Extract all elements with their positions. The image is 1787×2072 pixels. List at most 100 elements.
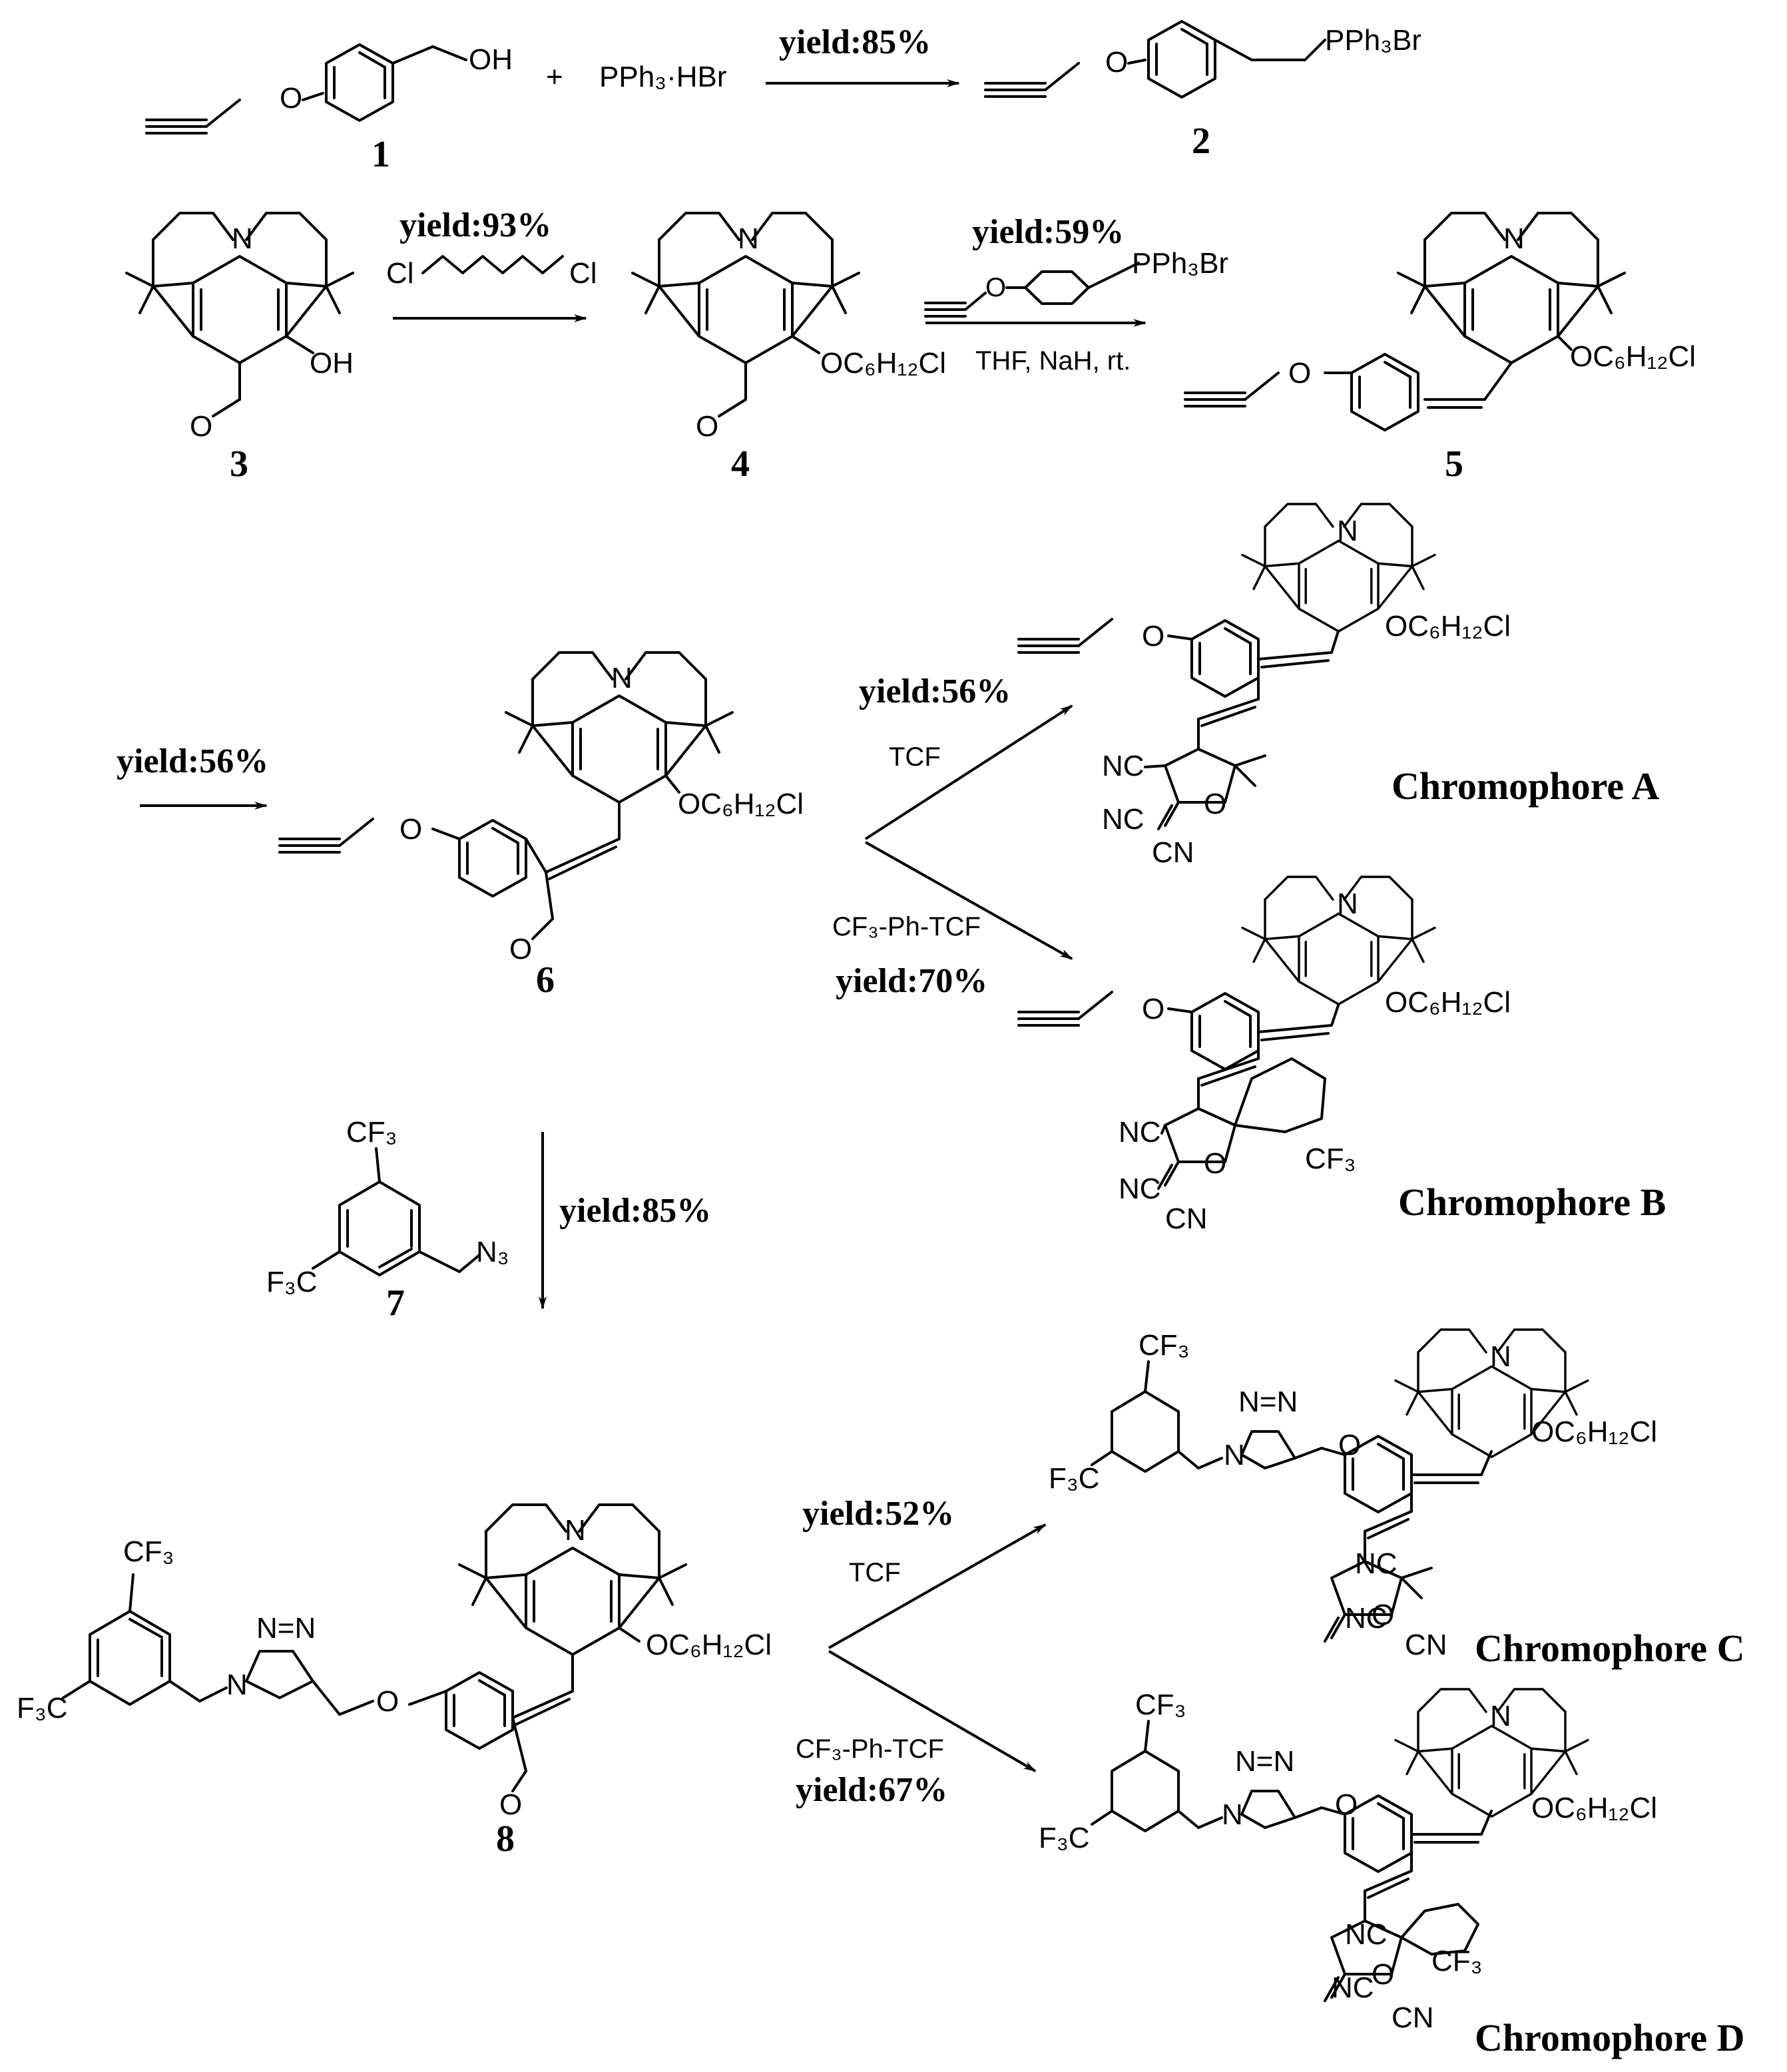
arrow-step-7: yield:85%: [539, 1132, 711, 1310]
chromophore-a: N OC₆H₁₂Cl O O NC NC CN Chromophore A: [1017, 503, 1659, 869]
c5-ochain-label: OC₆H₁₂Cl: [1570, 340, 1696, 373]
step3-reagent-pph3br: PPh₃Br: [1132, 247, 1228, 280]
compound-5: N OC₆H₁₂Cl O 5: [1184, 212, 1696, 485]
c4-o-label: O: [696, 410, 718, 443]
c1-o-label: O: [280, 82, 302, 115]
cc-nc-1: NC: [1355, 1547, 1398, 1580]
c7-f3c-label: F₃C: [266, 1266, 318, 1298]
arrow-step-3: yield:59% O PPh₃Br THF, NaH, rt.: [924, 213, 1228, 376]
compound-1: O OH 1: [145, 43, 513, 175]
cd-nc-1: NC: [1345, 1918, 1388, 1951]
compound-4: N OC₆H₁₂Cl O 4: [631, 212, 946, 485]
yield-chromophore-c: yield:52%: [802, 1495, 954, 1533]
c4-n-label: N: [738, 222, 759, 255]
cd-cf3: CF₃: [1431, 1945, 1483, 1977]
c1-oh-label: OH: [469, 43, 513, 76]
chromophore-b: N OC₆H₁₂Cl O CF₃ O NC NC CN Chromophore …: [1017, 876, 1666, 1235]
reagent-tcf-c: TCF: [849, 1558, 901, 1587]
reagent-pph3hbr: PPh₃·HBr: [599, 61, 727, 93]
cb-o-label: O: [1142, 993, 1164, 1025]
c2-pph3br-label: PPh₃Br: [1325, 24, 1421, 57]
compound-4-number: 4: [731, 443, 750, 485]
cc-ochain-label: OC₆H₁₂Cl: [1531, 1416, 1657, 1448]
c7-n3-label: N₃: [476, 1236, 509, 1268]
c5-n-label: N: [1503, 222, 1525, 255]
yield-chromophore-a: yield:56%: [859, 672, 1011, 710]
yield-step-4: yield:56%: [117, 742, 268, 780]
c8-o-label: O: [376, 1685, 399, 1718]
cc-n1: N: [1224, 1439, 1245, 1471]
c6-ochain-label: OC₆H₁₂Cl: [678, 788, 804, 820]
c6-n-label: N: [611, 662, 633, 694]
c4-ochain-label: OC₆H₁₂Cl: [820, 347, 946, 380]
compound-2: O PPh₃Br 2: [984, 20, 1421, 162]
c3-oh-label: OH: [310, 347, 354, 380]
ca-ochain-label: OC₆H₁₂Cl: [1385, 610, 1511, 643]
ca-n-label: N: [1337, 515, 1358, 547]
step3-o-label: O: [985, 273, 1006, 302]
cc-ring-o-label: O: [1372, 1599, 1394, 1631]
ca-nc-2: NC: [1102, 803, 1145, 836]
c6-aldehyde-o-label: O: [509, 933, 532, 965]
cb-n-label: N: [1337, 888, 1358, 920]
c8-aldehyde-o-label: O: [499, 1788, 522, 1821]
cd-n1: N: [1222, 1798, 1243, 1831]
arrow-to-chromophore-b: CF₃-Ph-TCF yield:70%: [832, 841, 1073, 1000]
cd-ring-o-label: O: [1372, 1958, 1394, 1991]
ca-o-label: O: [1142, 620, 1164, 652]
compound-7: CF₃ F₃C N₃ 7: [266, 1116, 509, 1324]
c8-n-label: N: [565, 1514, 586, 1547]
reagent-cf3phtcf-d: CF₃-Ph-TCF: [796, 1734, 944, 1764]
cc-f3c: F₃C: [1049, 1462, 1100, 1495]
compound-3-number: 3: [230, 443, 248, 485]
cd-cf3-aryl: CF₃: [1135, 1688, 1186, 1721]
chromophore-d-title: Chromophore D: [1475, 2016, 1745, 2059]
cb-ring-o-label: O: [1204, 1147, 1226, 1180]
cc-triazole: N=N: [1238, 1386, 1298, 1418]
chromophore-c-title: Chromophore C: [1475, 1627, 1745, 1670]
arrow-to-chromophore-d: CF₃-Ph-TCF yield:67%: [796, 1650, 1037, 1809]
ca-nc-1: NC: [1102, 750, 1145, 782]
cb-ochain-label: OC₆H₁₂Cl: [1385, 986, 1511, 1019]
arrow-step-2: yield:93% Cl Cl: [386, 206, 597, 322]
compound-1-number: 1: [372, 134, 390, 175]
reagent-cl-right: Cl: [569, 257, 597, 290]
cc-o-label: O: [1338, 1429, 1361, 1461]
cd-triazole: N=N: [1235, 1745, 1294, 1778]
c2-o-label: O: [1105, 46, 1128, 79]
compound-7-number: 7: [386, 1282, 405, 1324]
cc-nc-2: NC: [1345, 1602, 1388, 1635]
cb-cf3: CF₃: [1305, 1143, 1356, 1175]
ca-cn: CN: [1152, 836, 1194, 869]
c5-o-label: O: [1288, 357, 1311, 389]
yield-chromophore-b: yield:70%: [836, 962, 987, 1000]
cd-cn: CN: [1392, 2001, 1434, 2034]
yield-step-2: yield:93%: [399, 206, 551, 244]
c8-ochain-label: OC₆H₁₂Cl: [646, 1629, 772, 1661]
c7-cf3-label: CF₃: [346, 1116, 397, 1149]
cd-o-label: O: [1335, 1788, 1358, 1821]
yield-step-7: yield:85%: [559, 1192, 711, 1230]
cd-f3c: F₃C: [1039, 1822, 1090, 1854]
chromophore-c: N OC₆H₁₂Cl O O NC NC CN N=N N CF₃ F₃C Ch…: [1049, 1328, 1745, 1670]
compound-3: N OH O 3: [125, 212, 354, 485]
chromophore-b-title: Chromophore B: [1398, 1180, 1666, 1224]
c3-o-label: O: [190, 410, 212, 443]
step3-conditions: THF, NaH, rt.: [975, 346, 1131, 376]
yield-step-3: yield:59%: [972, 213, 1124, 251]
arrow-step-1: yield:85%: [766, 23, 960, 87]
reagent-cl-left: Cl: [386, 257, 414, 290]
cc-n-label: N: [1490, 1340, 1511, 1373]
c8-n1-label: N: [226, 1669, 248, 1701]
cd-nc-2: NC: [1332, 1971, 1374, 2004]
c8-cf3-label: CF₃: [123, 1535, 174, 1568]
cc-cn: CN: [1405, 1629, 1447, 1661]
yield-step-1: yield:85%: [779, 23, 931, 61]
c6-o-label: O: [399, 813, 422, 846]
arrow-step-4: yield:56%: [117, 742, 268, 810]
cd-ochain-label: OC₆H₁₂Cl: [1531, 1792, 1657, 1824]
cd-n-label: N: [1490, 1700, 1511, 1732]
arrow-to-chromophore-c: yield:52% TCF: [802, 1495, 1047, 1649]
compound-6: N OC₆H₁₂Cl O O 6: [278, 651, 804, 1001]
